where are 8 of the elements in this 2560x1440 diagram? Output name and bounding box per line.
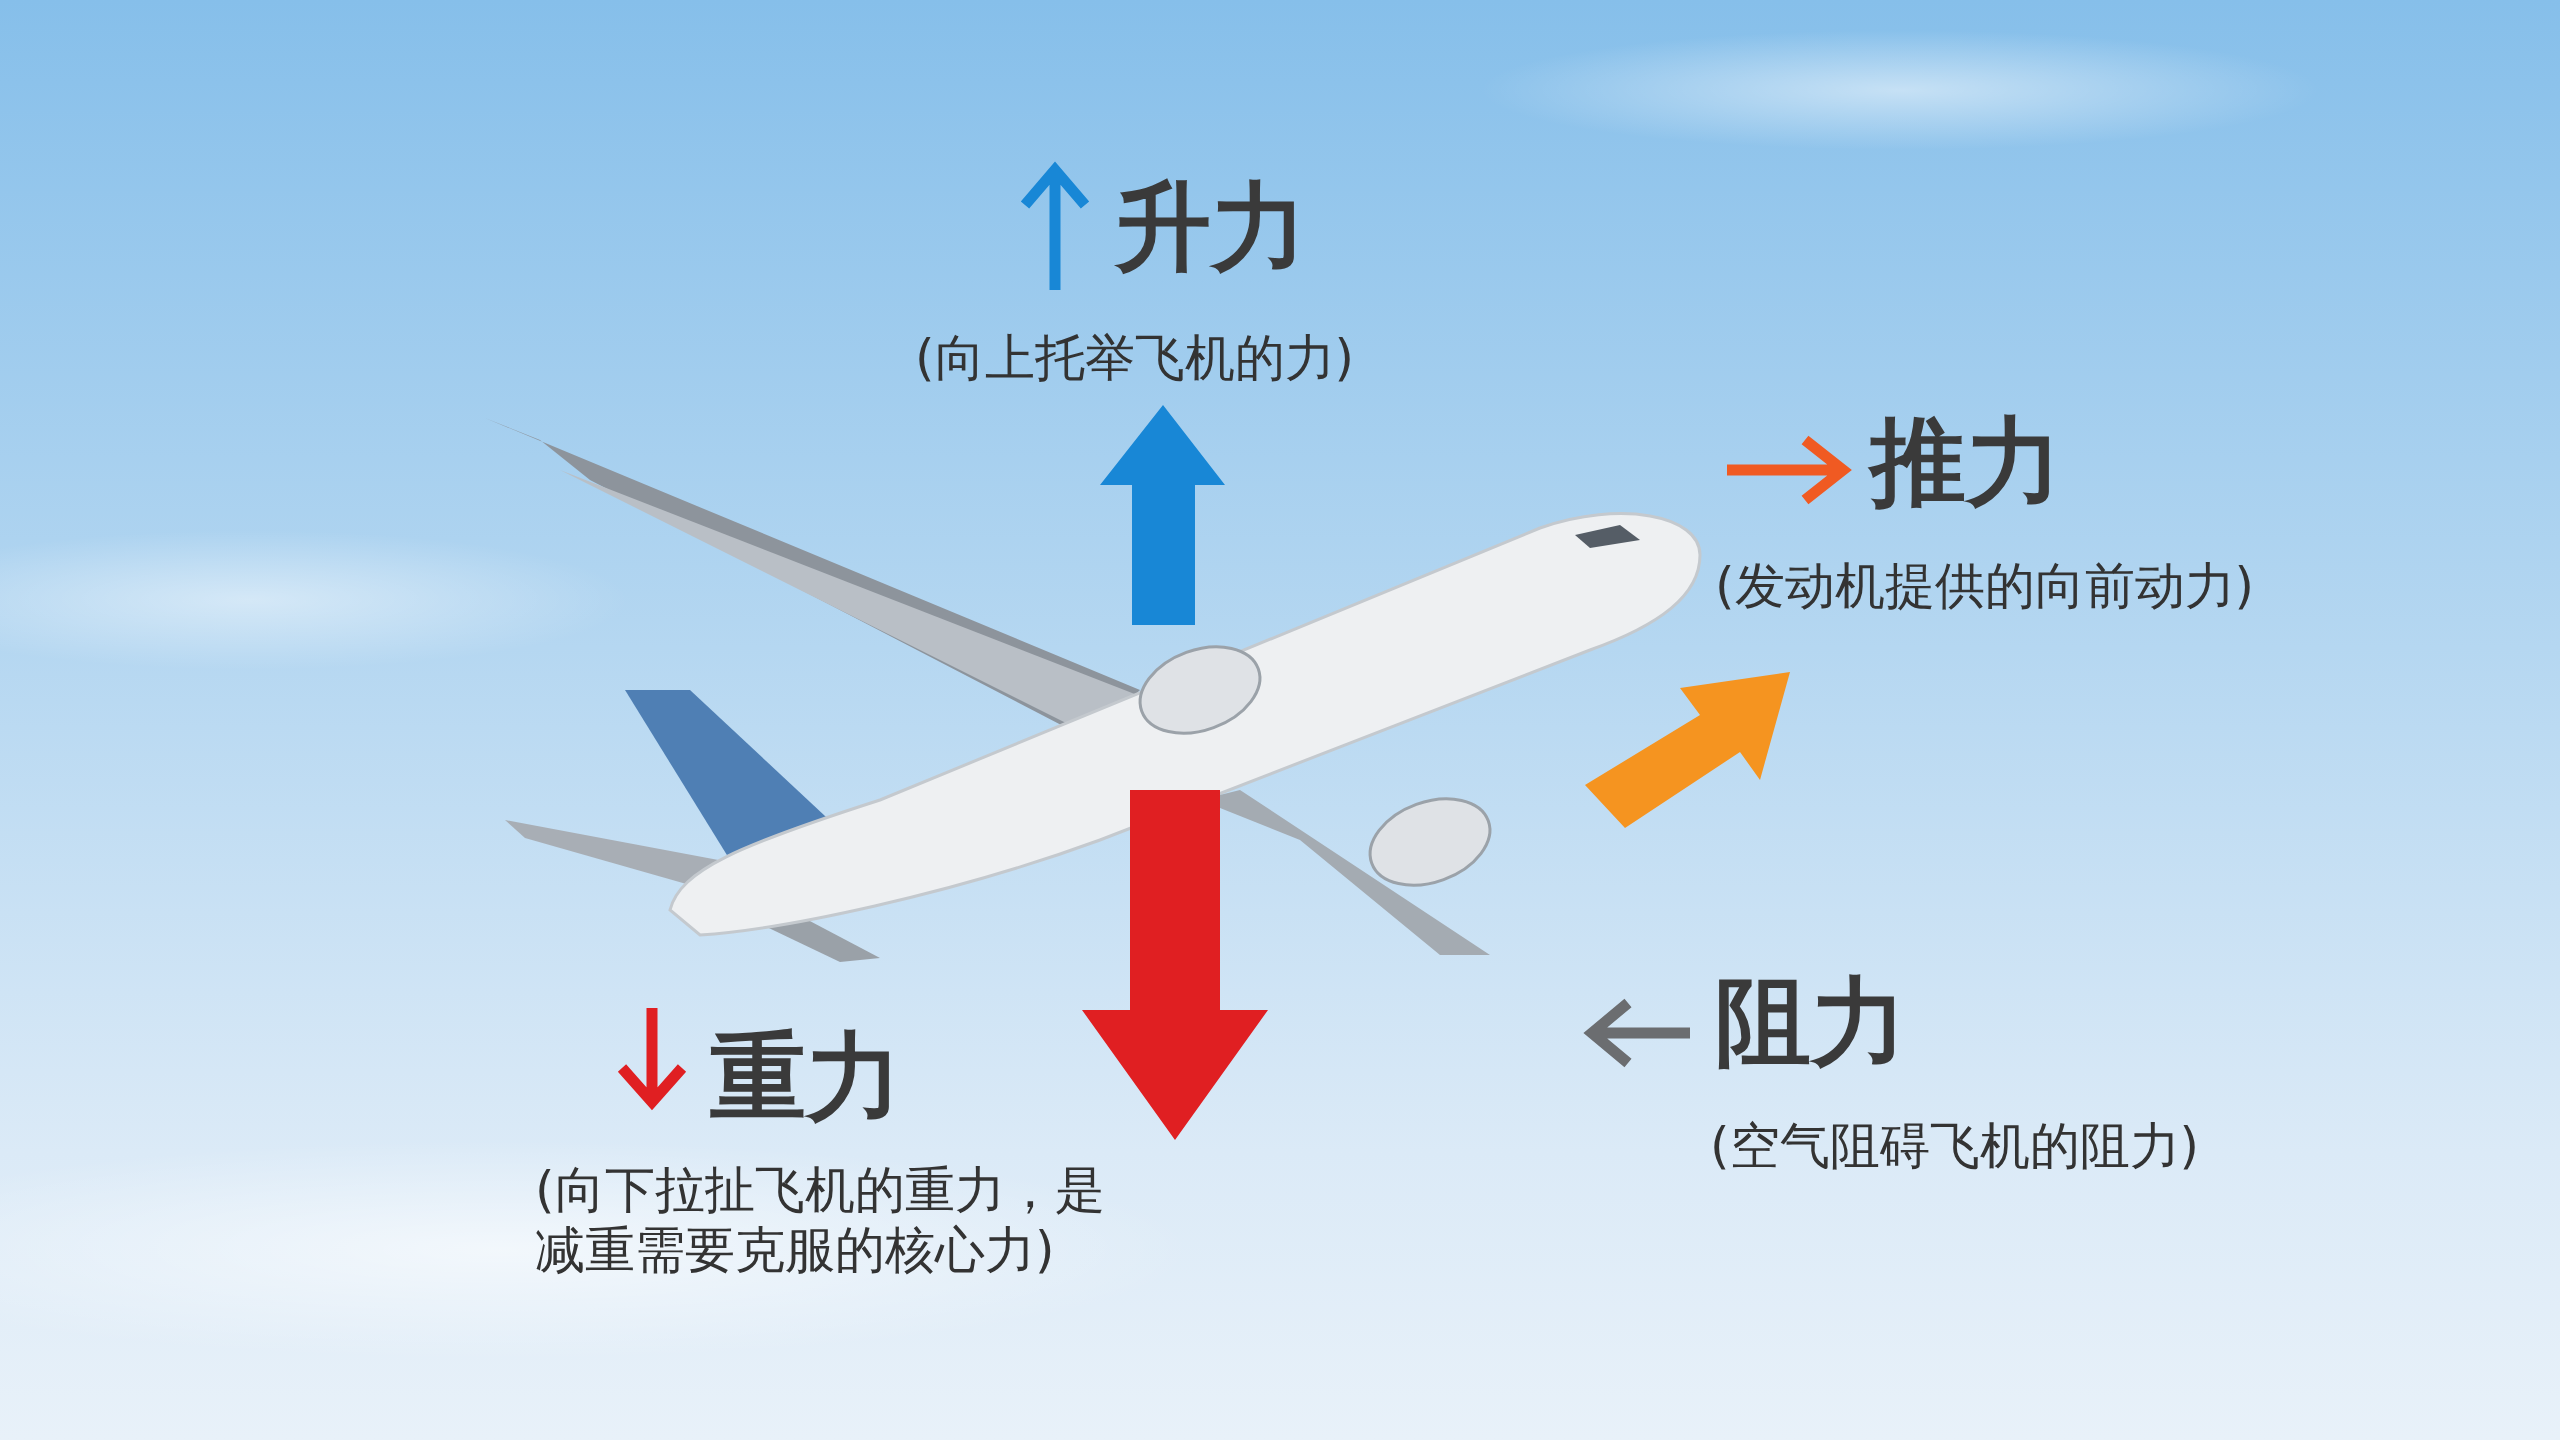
- force-name: 升力: [1115, 170, 1307, 285]
- force-description: (空气阻碍飞机的阻力): [1710, 1116, 2199, 1176]
- force-description: (发动机提供的向前动力): [1715, 556, 2254, 616]
- force-name: 重力: [710, 1020, 902, 1135]
- force-description: (向下拉扯飞机的重力，是减重需要克服的核心力): [535, 1160, 1105, 1280]
- force-name: 阻力: [1715, 965, 1907, 1080]
- force-description: (向上托举飞机的力): [915, 328, 1354, 388]
- force-name: 推力: [1870, 405, 2062, 520]
